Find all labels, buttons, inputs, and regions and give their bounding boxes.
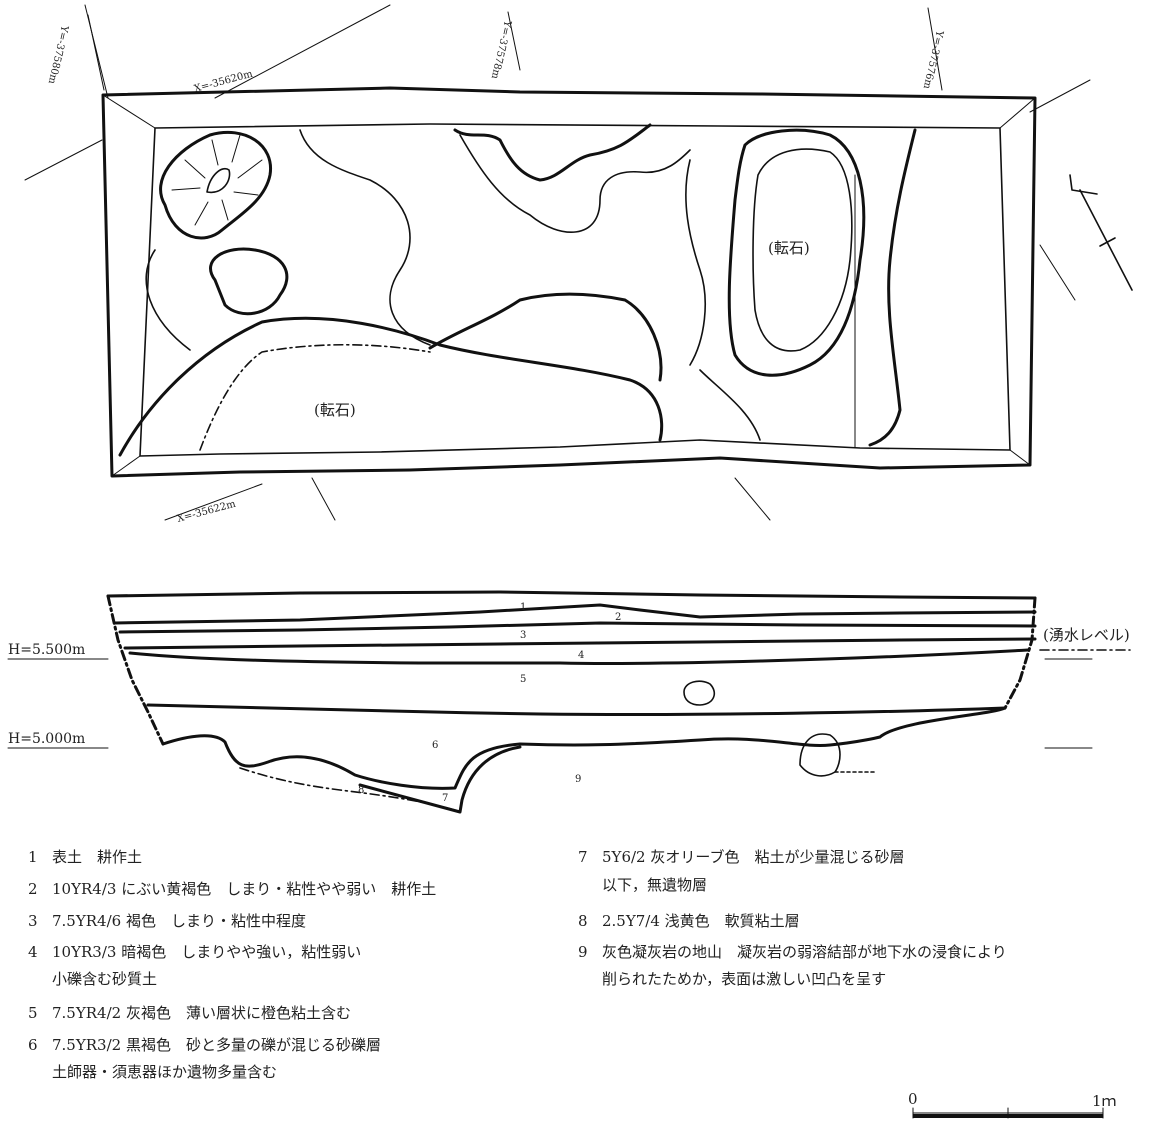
section-left-wall xyxy=(106,594,165,746)
stone-right-inner xyxy=(752,148,853,352)
north-arrow xyxy=(1069,174,1133,291)
layer-1-bottom xyxy=(113,603,1037,625)
section-right-wall xyxy=(1003,596,1037,710)
grid-lines xyxy=(24,4,1091,521)
hachures-left xyxy=(171,134,263,226)
layer-num-8: 8 xyxy=(358,785,364,796)
layer-num-3: 3 xyxy=(520,630,526,641)
water-level-label: (湧水レベル) xyxy=(1043,626,1130,644)
pit-floor xyxy=(139,123,1011,457)
contour-upper-inner xyxy=(459,134,691,233)
layer-num-6: 6 xyxy=(432,740,438,751)
section-top xyxy=(106,590,1037,600)
stone-left-edge xyxy=(199,343,431,451)
layer-num-9: 9 xyxy=(575,774,581,785)
stone-left xyxy=(118,316,664,457)
coord-y-37578: Y=-37578m xyxy=(489,18,513,80)
cavity-left-inner xyxy=(206,168,231,194)
section-labels: H=5.500m H=5.000m (湧水レベル) 1 2 3 4 5 6 7 … xyxy=(8,602,1130,804)
layer-5-bottom xyxy=(146,703,1007,717)
layer-num-5: 5 xyxy=(520,674,526,685)
cavity-small xyxy=(209,247,289,316)
stone-right xyxy=(727,128,866,377)
pit-outline xyxy=(101,86,1037,478)
coord-x-35622: X=-35622m xyxy=(176,499,237,525)
contour-misc xyxy=(685,159,761,441)
coord-y-37576: Y=-37576m xyxy=(921,28,945,90)
layer-3-top xyxy=(118,621,1037,634)
h-5000-label: H=5.000m xyxy=(8,731,85,747)
layer-num-1: 1 xyxy=(520,602,526,613)
plan-view xyxy=(24,4,1133,521)
layer-8-dashed xyxy=(239,767,459,812)
h-5500-label: H=5.500m xyxy=(8,642,85,658)
corner-lines xyxy=(102,94,1036,477)
contour-left xyxy=(145,129,431,351)
contour-upper xyxy=(453,123,652,182)
ridge-center xyxy=(428,292,663,382)
stone-label-left: (転石) xyxy=(314,401,356,419)
coord-y-37580: Y=-37580m xyxy=(46,23,70,85)
layer-num-7: 7 xyxy=(442,793,448,804)
stone-small xyxy=(683,680,716,706)
layer-7-line xyxy=(358,745,522,814)
layer-3-bottom xyxy=(123,637,1037,650)
layer-num-2: 2 xyxy=(615,612,621,623)
layer-6-bottom xyxy=(161,706,1007,790)
rock-in-section xyxy=(799,733,841,777)
contour-right xyxy=(868,128,917,447)
layer-4-bottom xyxy=(128,648,1030,665)
section-view xyxy=(7,590,1131,814)
stone-label-right: (転石) xyxy=(768,239,810,257)
layer-num-4: 4 xyxy=(578,650,584,661)
cavity-left xyxy=(159,130,273,240)
scale-bar xyxy=(912,1107,1104,1119)
